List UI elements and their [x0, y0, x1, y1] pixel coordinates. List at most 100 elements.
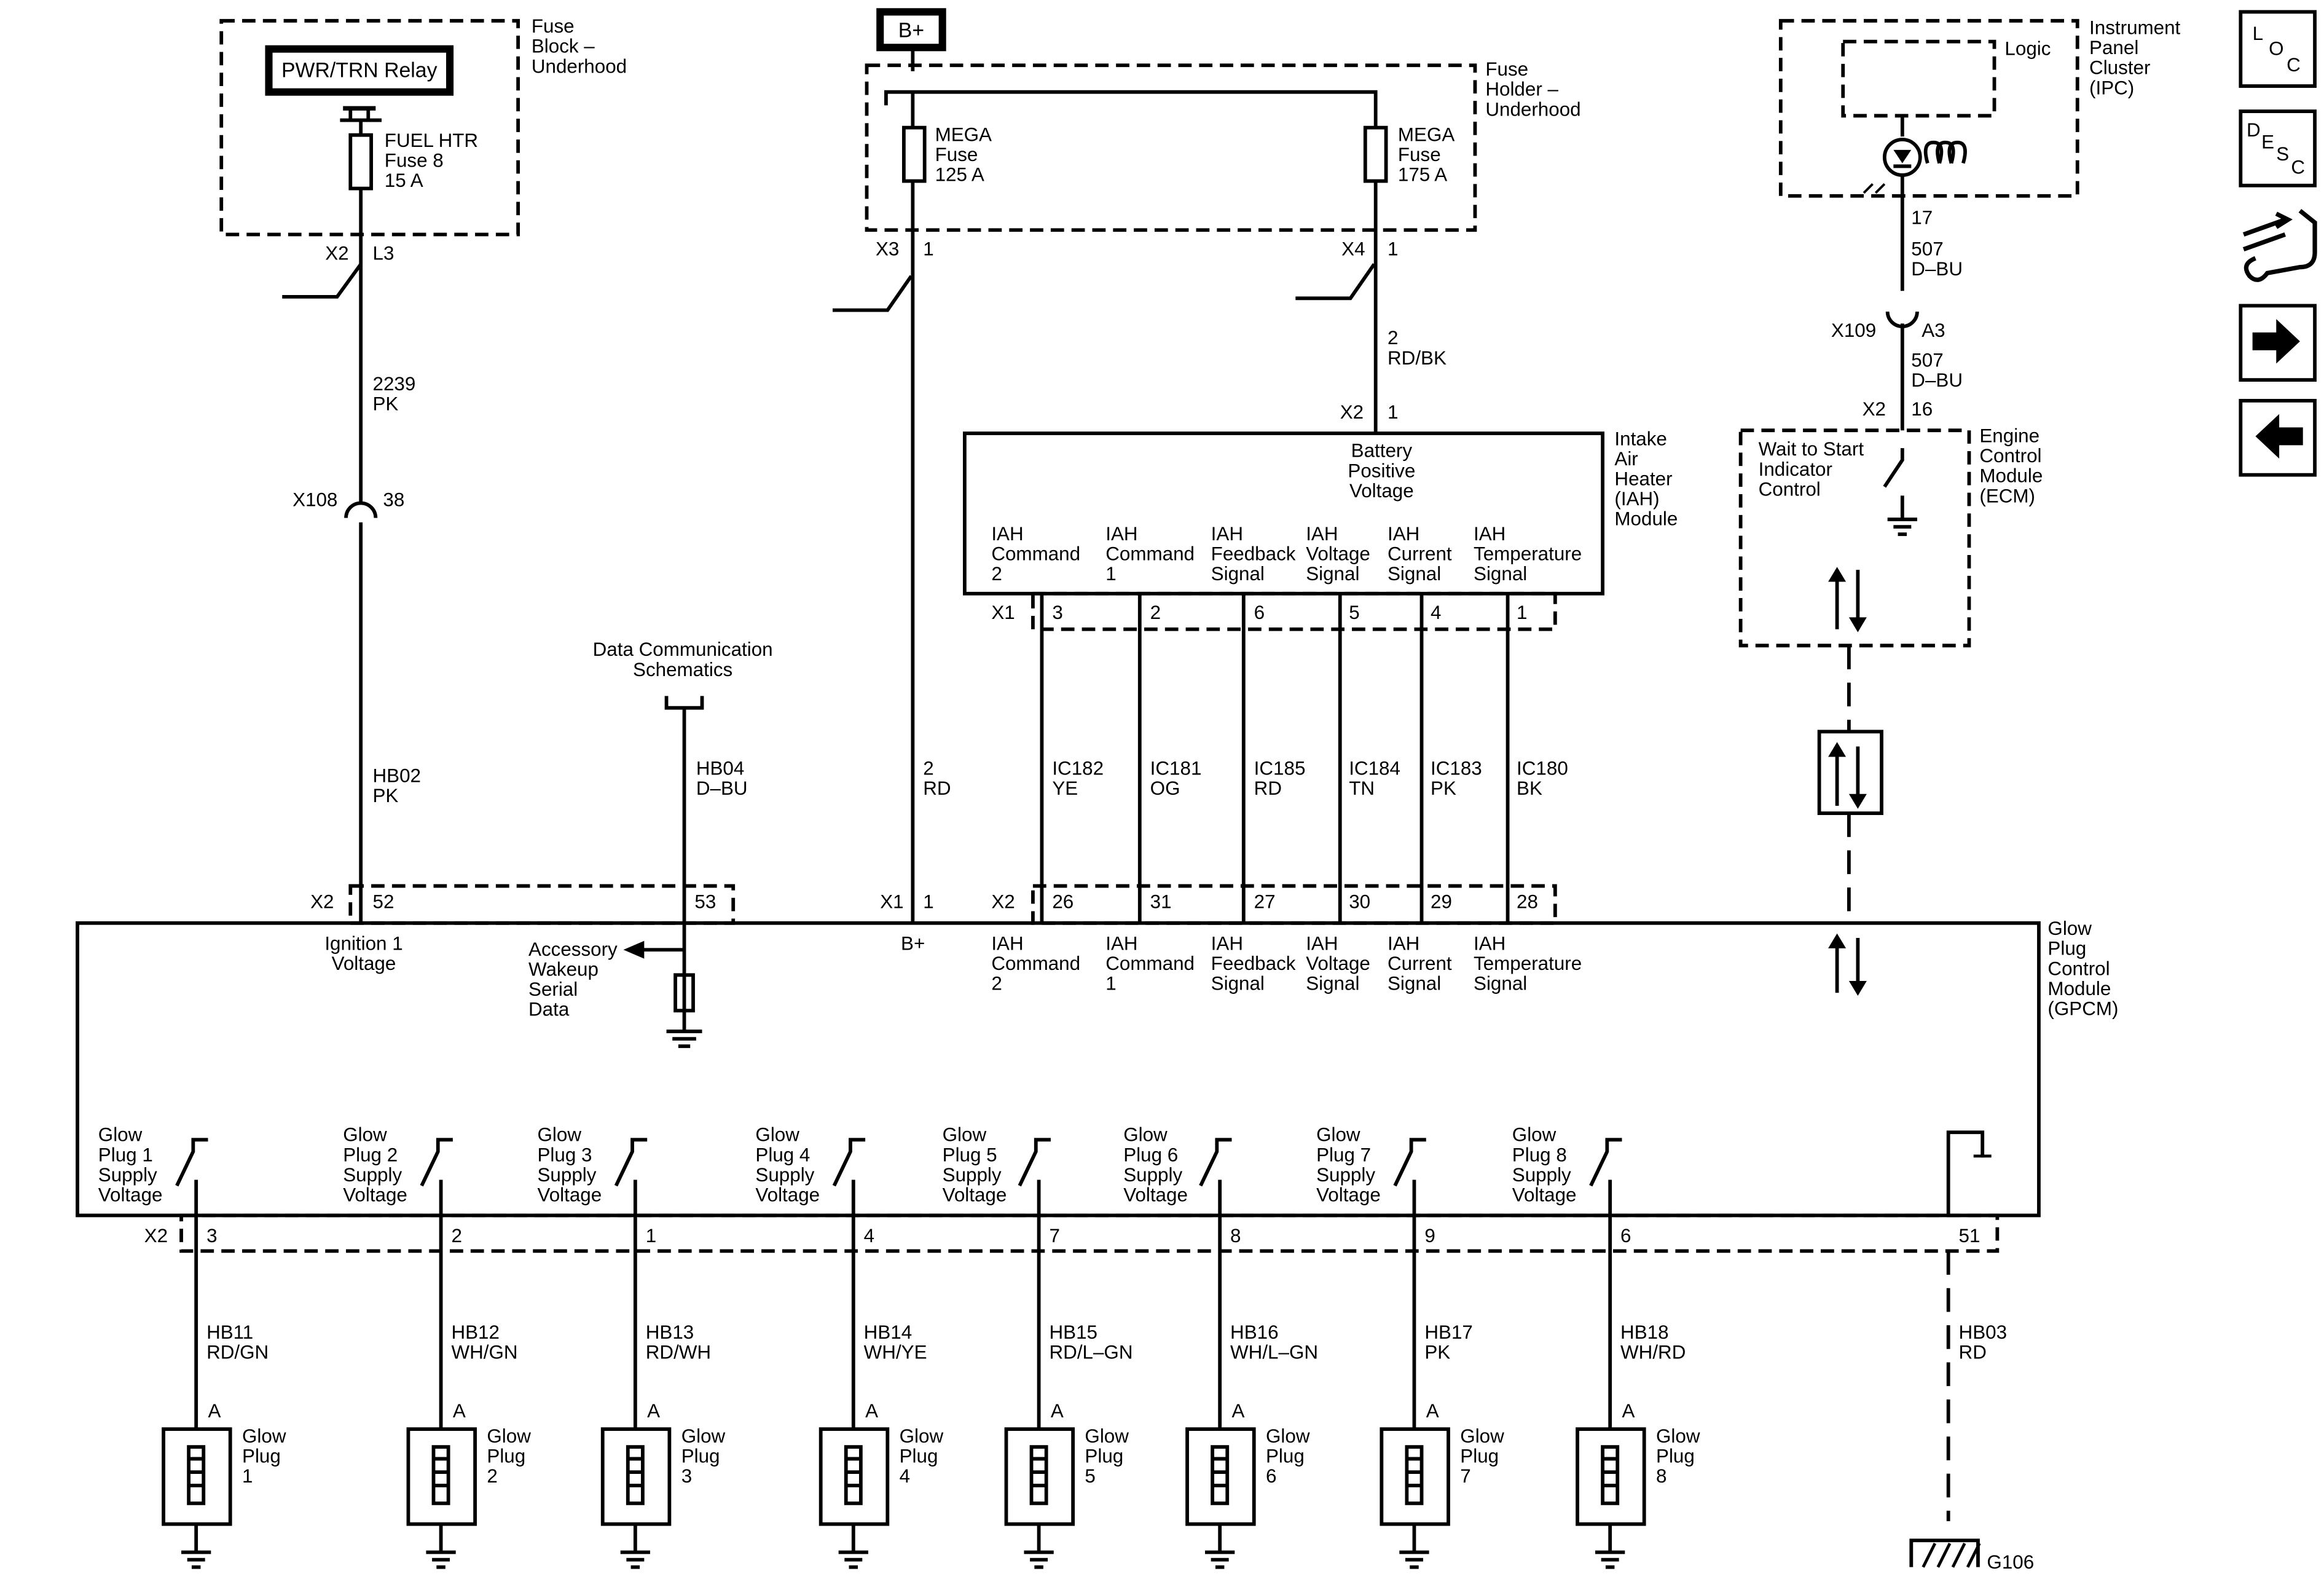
- loc-letter: O: [2269, 37, 2283, 59]
- battery-positive-label: B+: [898, 18, 924, 42]
- arrow-marks: [623, 149, 1912, 996]
- glow-plug-circuits: [162, 1138, 1646, 1569]
- iah-pin-label: 4: [1431, 602, 1441, 623]
- glow-plug-pin-label: 8: [1230, 1225, 1241, 1246]
- glow-plug-5: [1004, 1138, 1075, 1569]
- gpcm-pin-label: 29: [1431, 891, 1452, 913]
- glow-plug-pin-label: 3: [206, 1225, 217, 1246]
- iah-pin-label: 6: [1254, 602, 1265, 623]
- desc-letter: D: [2247, 119, 2261, 141]
- loc-letter: L: [2253, 23, 2263, 44]
- pin-a3-label: A3: [1922, 320, 1945, 341]
- desc-letter: C: [2291, 156, 2305, 178]
- glow-plug-2: [406, 1138, 477, 1569]
- pin-1-label: 1: [923, 891, 933, 913]
- connector-x109-label: X109: [1831, 320, 1876, 341]
- forward-arrow-button[interactable]: [2239, 304, 2317, 382]
- glow-plug-terminal-label: A: [208, 1400, 221, 1422]
- connector-x2-label: X2: [310, 891, 334, 913]
- glow-plug-6: [1185, 1138, 1256, 1569]
- iah-pin-label: 3: [1052, 602, 1062, 623]
- connector-x2-label: X2: [144, 1225, 168, 1246]
- glow-plug-8: [1576, 1138, 1646, 1569]
- pin-1-label: 1: [923, 238, 933, 259]
- gpcm-pin-label: 27: [1254, 891, 1276, 913]
- glow-plug-1: [162, 1138, 232, 1569]
- pin-1-label: 1: [1388, 401, 1398, 423]
- location-button[interactable]: LOC: [2239, 10, 2317, 88]
- desc-letter: S: [2276, 143, 2289, 165]
- connector-x2-label: X2: [325, 243, 348, 264]
- connector-x1-label: X1: [880, 891, 903, 913]
- gpcm-pin-label: 28: [1517, 891, 1538, 913]
- pin-38-label: 38: [383, 489, 404, 510]
- glow-plug-terminal-label: A: [1051, 1400, 1064, 1422]
- connector-x1-label: X1: [991, 602, 1015, 623]
- desc-letter: E: [2261, 131, 2274, 152]
- glow-plug-pin-label: 6: [1620, 1225, 1631, 1246]
- iah-pin-label: 1: [1517, 602, 1527, 623]
- pin-17-label: 17: [1911, 207, 1933, 229]
- back-arrow-button[interactable]: [2239, 399, 2317, 477]
- iah-pin-label: 2: [1150, 602, 1161, 623]
- glow-plug-terminal-label: A: [453, 1400, 466, 1422]
- connector-x4-label: X4: [1341, 238, 1365, 259]
- connector-x108-label: X108: [292, 489, 337, 510]
- repair-tools-icon[interactable]: [2242, 209, 2317, 282]
- glow-plug-3: [600, 1138, 672, 1569]
- connector-x2-label: X2: [991, 891, 1015, 913]
- glow-plug-terminal-label: A: [647, 1400, 660, 1422]
- gpcm-pin-label: 31: [1150, 891, 1172, 913]
- glow-plug-terminal-label: A: [1426, 1400, 1439, 1422]
- pin-1-label: 1: [1388, 238, 1398, 259]
- pin-51-label: 51: [1959, 1225, 1981, 1246]
- ground-g106-label: G106: [1987, 1551, 2034, 1573]
- gpcm-pin-label: 26: [1052, 891, 1074, 913]
- loc-letter: C: [2287, 54, 2301, 76]
